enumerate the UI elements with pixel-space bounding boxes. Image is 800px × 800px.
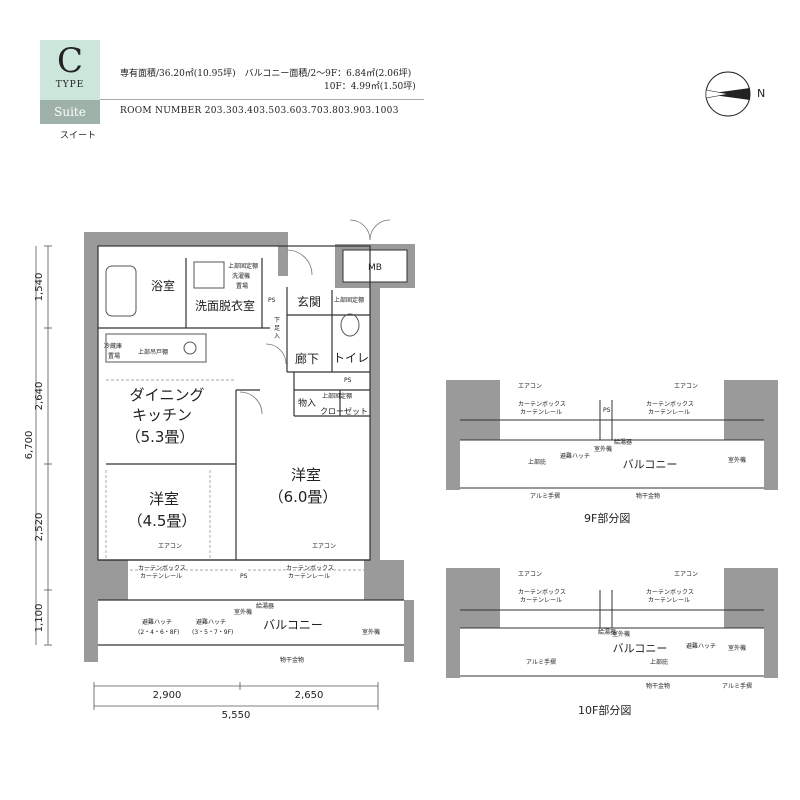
dim-h-2: 2,650 bbox=[295, 690, 324, 701]
10f-water-heater: 給湯器 bbox=[598, 628, 616, 636]
9f-balcony: バルコニー bbox=[623, 458, 678, 471]
9f-water-heater: 給湯器 bbox=[614, 438, 632, 446]
type-letter: C bbox=[56, 41, 83, 81]
type-word: TYPE bbox=[55, 80, 85, 90]
dim-h-total: 5,550 bbox=[222, 710, 251, 721]
room-hallway: 廊下 bbox=[295, 351, 319, 366]
room-dining-2: キッチン bbox=[132, 406, 192, 424]
10f-outdoor-unit-2: 室外機 bbox=[728, 644, 746, 652]
toilet-shelf-label: 上部固定棚 bbox=[334, 296, 364, 304]
9f-drying-rack: 物干金物 bbox=[636, 492, 660, 500]
room-entrance: 玄関 bbox=[297, 294, 321, 309]
ps-label-3: PS bbox=[240, 573, 248, 580]
partial-plan-9f: エアコン エアコン カーテンボックス カーテンレール カーテンボックス カーテン… bbox=[446, 380, 778, 500]
room-dining-1: ダイニング bbox=[129, 386, 204, 404]
9f-upper-floor: 上部庇 bbox=[528, 458, 546, 466]
room-storage: 物入 bbox=[298, 397, 316, 409]
dim-v-total: 6,700 bbox=[24, 431, 35, 460]
ps-label-2: PS bbox=[344, 377, 352, 384]
10f-aluminum-rail-1: アルミ手摺 bbox=[526, 658, 556, 666]
caption-10f: 10F部分図 bbox=[578, 704, 632, 717]
10f-aluminum-rail-2: アルミ手摺 bbox=[722, 682, 752, 690]
room-closet: クローゼット bbox=[320, 406, 368, 416]
9f-curtain-rail-1: カーテンレール bbox=[520, 409, 562, 416]
wash-shelf-label: 上部固定棚 bbox=[228, 262, 258, 270]
room-toilet: トイレ bbox=[333, 351, 369, 365]
10f-outdoor-unit: 室外機 bbox=[612, 630, 630, 638]
10f-aircon-1: エアコン bbox=[518, 571, 542, 578]
hatch-a-label: 避難ハッチ bbox=[142, 618, 172, 626]
hatch-b-label: 避難ハッチ bbox=[196, 618, 226, 626]
9f-aircon-1: エアコン bbox=[518, 383, 542, 390]
header-divider bbox=[100, 99, 424, 100]
curtain-box-label-1: カーテンボックス bbox=[138, 564, 186, 572]
aircon-label-2: エアコン bbox=[312, 543, 336, 550]
room-western2-2: （4.5畳） bbox=[128, 512, 197, 530]
10f-upper-floor: 上部庇 bbox=[650, 658, 668, 666]
compass-north-label: N bbox=[757, 87, 766, 100]
shoe-label-2: 足 bbox=[274, 325, 280, 332]
room-numbers: ROOM NUMBER 203.303.403.503.603.703.803.… bbox=[120, 106, 399, 116]
10f-curtain-rail-2: カーテンレール bbox=[648, 597, 690, 604]
dim-v-2: 2,640 bbox=[34, 382, 45, 411]
curtain-rail-label-2: カーテンレール bbox=[288, 573, 330, 580]
aircon-label-1: エアコン bbox=[158, 543, 182, 550]
room-western2-1: 洋室 bbox=[149, 490, 179, 508]
compass-icon bbox=[705, 71, 751, 117]
balcony-area-10f: 10F：4.99㎡(1.50坪) bbox=[324, 82, 416, 92]
9f-curtain-box-2: カーテンボックス bbox=[646, 400, 694, 408]
room-western1-1: 洋室 bbox=[291, 466, 321, 484]
9f-outdoor-unit: 室外機 bbox=[594, 445, 612, 453]
room-bath: 浴室 bbox=[151, 278, 175, 293]
outdoor-unit-label-2: 室外機 bbox=[234, 608, 252, 616]
dim-h-1: 2,900 bbox=[153, 690, 182, 701]
9f-hatch: 避難ハッチ bbox=[560, 452, 590, 460]
suite-badge bbox=[40, 100, 100, 124]
10f-aircon-2: エアコン bbox=[674, 571, 698, 578]
curtain-box-label-2: カーテンボックス bbox=[286, 564, 334, 572]
dim-v-3: 2,520 bbox=[34, 513, 45, 542]
room-western1-2: （6.0畳） bbox=[269, 488, 338, 506]
water-heater-label: 給湯器 bbox=[256, 602, 274, 610]
10f-curtain-box-2: カーテンボックス bbox=[646, 588, 694, 596]
9f-curtain-rail-2: カーテンレール bbox=[648, 409, 690, 416]
room-dining-3: （5.3畳） bbox=[126, 428, 195, 446]
dim-v-1: 1,540 bbox=[34, 273, 45, 302]
fridge-label-2: 置場 bbox=[108, 352, 120, 360]
mb-label: MB bbox=[368, 263, 382, 273]
suite-sub-label: スイート bbox=[60, 131, 97, 141]
9f-curtain-box-1: カーテンボックス bbox=[518, 400, 566, 408]
type-badge bbox=[40, 40, 100, 100]
hatch-a-floors: (2・4・6・8F) bbox=[138, 629, 179, 636]
area-info: 専有面積/36.20㎡(10.95坪) バルコニー面積/2～9F：6.84㎡(2… bbox=[120, 69, 412, 79]
9f-aluminum-rail: アルミ手摺 bbox=[530, 492, 560, 500]
caption-9f: 9F部分図 bbox=[584, 512, 631, 525]
suite-label: Suite bbox=[54, 105, 86, 119]
9f-aircon-2: エアコン bbox=[674, 383, 698, 390]
drying-rack-label: 物干金物 bbox=[280, 656, 304, 664]
room-balcony: バルコニー bbox=[263, 618, 323, 632]
curtain-rail-label-1: カーテンレール bbox=[140, 573, 182, 580]
10f-hatch: 避難ハッチ bbox=[686, 642, 716, 650]
10f-curtain-rail-1: カーテンレール bbox=[520, 597, 562, 604]
partial-plan-10f: エアコン エアコン カーテンボックス カーテンレール カーテンボックス カーテン… bbox=[446, 568, 778, 690]
9f-outdoor-unit-2: 室外機 bbox=[728, 456, 746, 464]
wash-machine-label-2: 置場 bbox=[236, 282, 248, 290]
10f-curtain-box-1: カーテンボックス bbox=[518, 588, 566, 596]
upper-cupboard-label: 上部吊戸棚 bbox=[138, 348, 168, 356]
10f-balcony: バルコニー bbox=[613, 642, 668, 655]
dim-v-4: 1,100 bbox=[34, 604, 45, 633]
outdoor-unit-label: 室外機 bbox=[362, 628, 380, 636]
hatch-b-floors: (3・5・7・9F) bbox=[192, 629, 233, 636]
wash-machine-label-1: 洗濯機 bbox=[232, 272, 250, 280]
shoe-label-1: 下 bbox=[274, 317, 280, 324]
ps-label-1: PS bbox=[268, 297, 276, 304]
fridge-label-1: 冷蔵庫 bbox=[104, 342, 122, 350]
10f-drying-rack: 物干金物 bbox=[646, 682, 670, 690]
room-washroom: 洗面脱衣室 bbox=[195, 298, 255, 313]
shoe-label-3: 入 bbox=[274, 333, 280, 340]
9f-ps-label: PS bbox=[603, 407, 611, 414]
closet-shelf-label: 上部固定棚 bbox=[322, 392, 352, 400]
